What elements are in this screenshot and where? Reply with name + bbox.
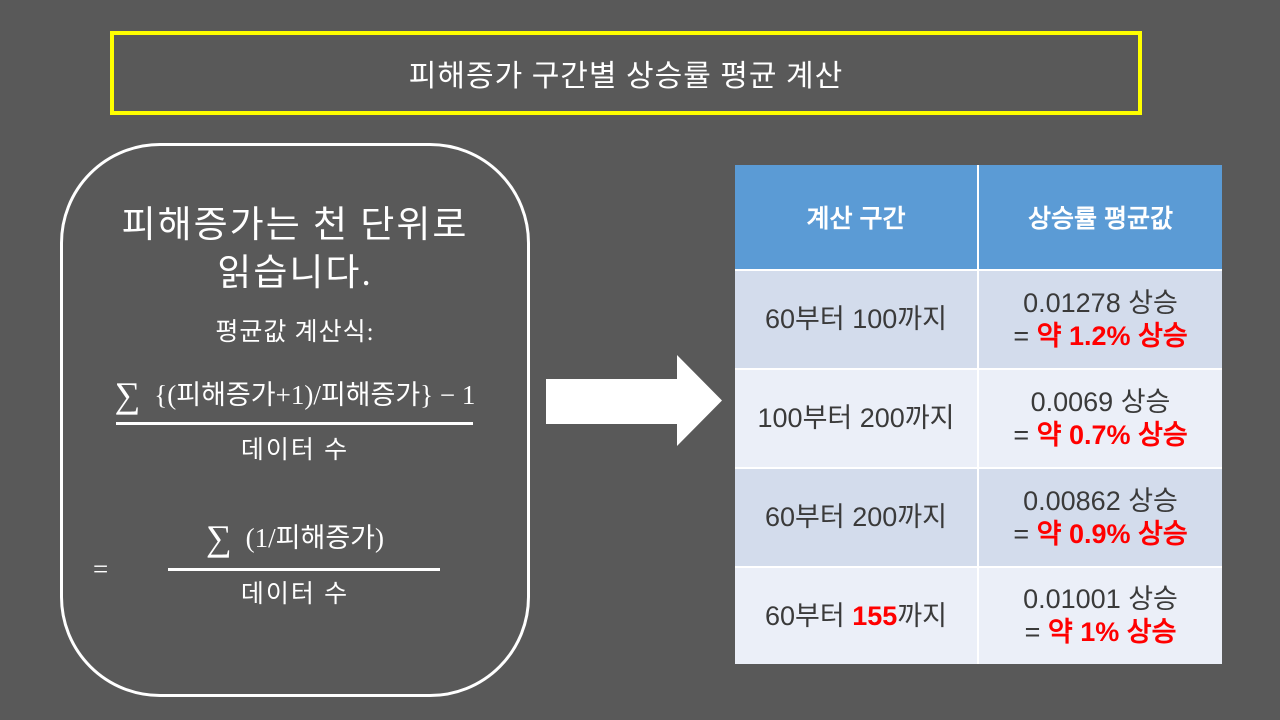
equals-text: =	[1013, 518, 1030, 549]
table-row-4-average: 0.01001 상승 = 약 1% 상승	[979, 568, 1222, 664]
value-line: 0.0069 상승	[1030, 386, 1171, 417]
interval-text: 60부터	[765, 600, 853, 631]
note-heading-line1: 피해증가는 천 단위로	[121, 205, 469, 246]
results-table: 계산 구간 상승률 평균값 60부터 100까지 0.01278 상승 = 약 …	[735, 165, 1222, 664]
note-subheading: 평균값 계산식:	[215, 319, 375, 346]
formula2-fraction-bar	[168, 568, 440, 571]
interval-text: 까지	[897, 600, 947, 631]
table-header-interval: 계산 구간	[735, 165, 977, 269]
formula2-numerator-text: (1/피해증가)	[245, 523, 384, 553]
result-highlight: 약 0.7% 상승	[1036, 419, 1188, 450]
value-line: 0.01278 상승	[1023, 287, 1178, 318]
formula1-numerator: ∑ {(피해증가+1)/피해증가} − 1	[63, 375, 527, 415]
table-row-2-interval: 100부터 200까지	[735, 370, 977, 467]
note-heading-line2: 읽습니다.	[217, 253, 373, 294]
table-row-4-interval: 60부터 155까지	[735, 568, 977, 664]
formula2-numerator: ∑ (1/피해증가)	[63, 518, 527, 558]
interval-highlight: 155	[852, 600, 898, 631]
result-line: = 약 0.9% 상승	[1013, 518, 1187, 551]
interval-text: 60부터 100까지	[765, 304, 947, 334]
note-box: 피해증가는 천 단위로 읽습니다. 평균값 계산식: ∑ {(피해증가+1)/피해…	[60, 143, 530, 697]
equals-text: =	[1013, 419, 1030, 450]
note-heading: 피해증가는 천 단위로 읽습니다.	[63, 202, 527, 298]
title-box: 피해증가 구간별 상승률 평균 계산	[110, 31, 1142, 115]
value-line: 0.00862 상승	[1023, 485, 1178, 516]
interval-text: 60부터 200까지	[765, 502, 947, 532]
equals-sign: =	[93, 554, 109, 584]
table-row-1-average: 0.01278 상승 = 약 1.2% 상승	[979, 271, 1222, 368]
equals-text: =	[1013, 320, 1030, 351]
table-row-3-interval: 60부터 200까지	[735, 469, 977, 566]
slide-title: 피해증가 구간별 상승률 평균 계산	[408, 60, 844, 93]
formula1-fraction-bar	[116, 422, 473, 425]
result-line: = 약 1.2% 상승	[1013, 320, 1187, 353]
result-highlight: 약 0.9% 상승	[1036, 518, 1188, 549]
table-row-2-average: 0.0069 상승 = 약 0.7% 상승	[979, 370, 1222, 467]
table-row-1-interval: 60부터 100까지	[735, 271, 977, 368]
interval-text: 100부터 200까지	[757, 403, 955, 433]
result-line: = 약 0.7% 상승	[1013, 419, 1187, 452]
result-highlight: 약 1.2% 상승	[1036, 320, 1188, 351]
sigma-symbol: ∑	[205, 518, 232, 558]
equals-text: =	[1024, 617, 1041, 647]
sigma-symbol: ∑	[114, 375, 141, 415]
formula1-denominator: 데이터 수	[240, 437, 350, 464]
result-line: = 약 1% 상승	[1025, 616, 1177, 649]
formula2-denominator: 데이터 수	[240, 581, 350, 608]
result-highlight: 약 1% 상승	[1047, 617, 1177, 647]
right-arrow-icon	[546, 355, 722, 446]
formula1-numerator-text: {(피해증가+1)/피해증가} − 1	[154, 380, 476, 410]
table-row-3-average: 0.00862 상승 = 약 0.9% 상승	[979, 469, 1222, 566]
table-header-average: 상승률 평균값	[979, 165, 1222, 269]
value-line: 0.01001 상승	[1023, 584, 1178, 614]
